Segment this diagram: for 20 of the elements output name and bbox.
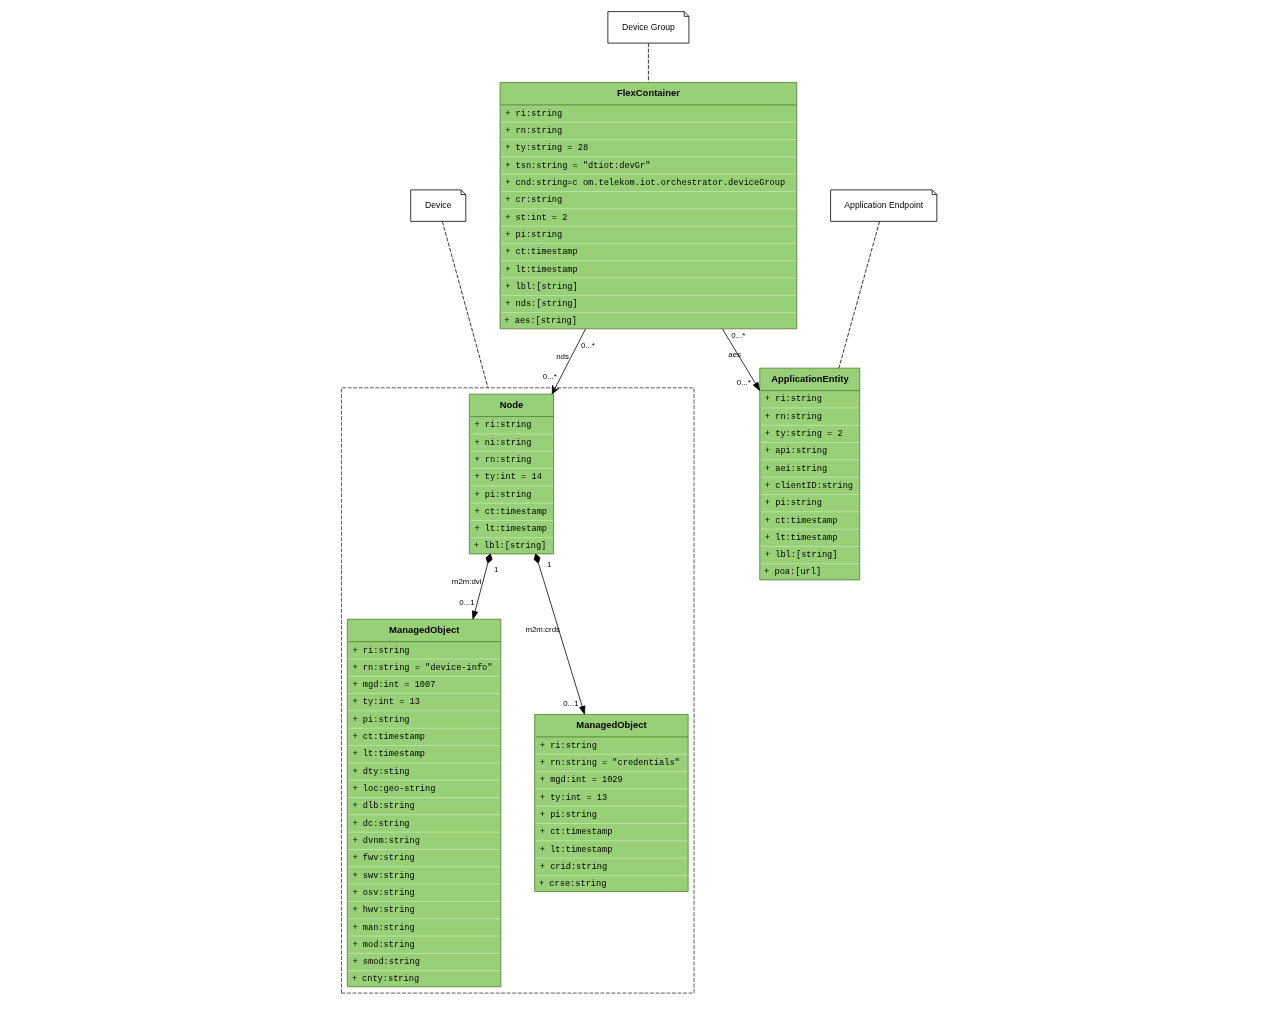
label: 0...* (542, 371, 557, 381)
label: 0...1 (458, 597, 475, 607)
label: 0...1 (562, 698, 579, 708)
edge-label: m2m:dvi (451, 577, 482, 587)
edge-label: m2m:crds (524, 624, 560, 634)
connector (441, 221, 488, 389)
cluster (340, 387, 694, 994)
label: 0...* (730, 330, 745, 340)
arrow (533, 553, 585, 715)
arrow (551, 328, 586, 395)
label: 0...* (580, 341, 595, 351)
label: 1 (546, 559, 551, 569)
connector (838, 221, 880, 369)
arrow (721, 328, 760, 391)
label: 1 (493, 565, 498, 575)
edge-label: aes (727, 350, 741, 360)
edge-label: nds (555, 352, 569, 362)
arrow (471, 553, 493, 620)
connector (647, 42, 649, 83)
label: 0...* (736, 378, 751, 388)
